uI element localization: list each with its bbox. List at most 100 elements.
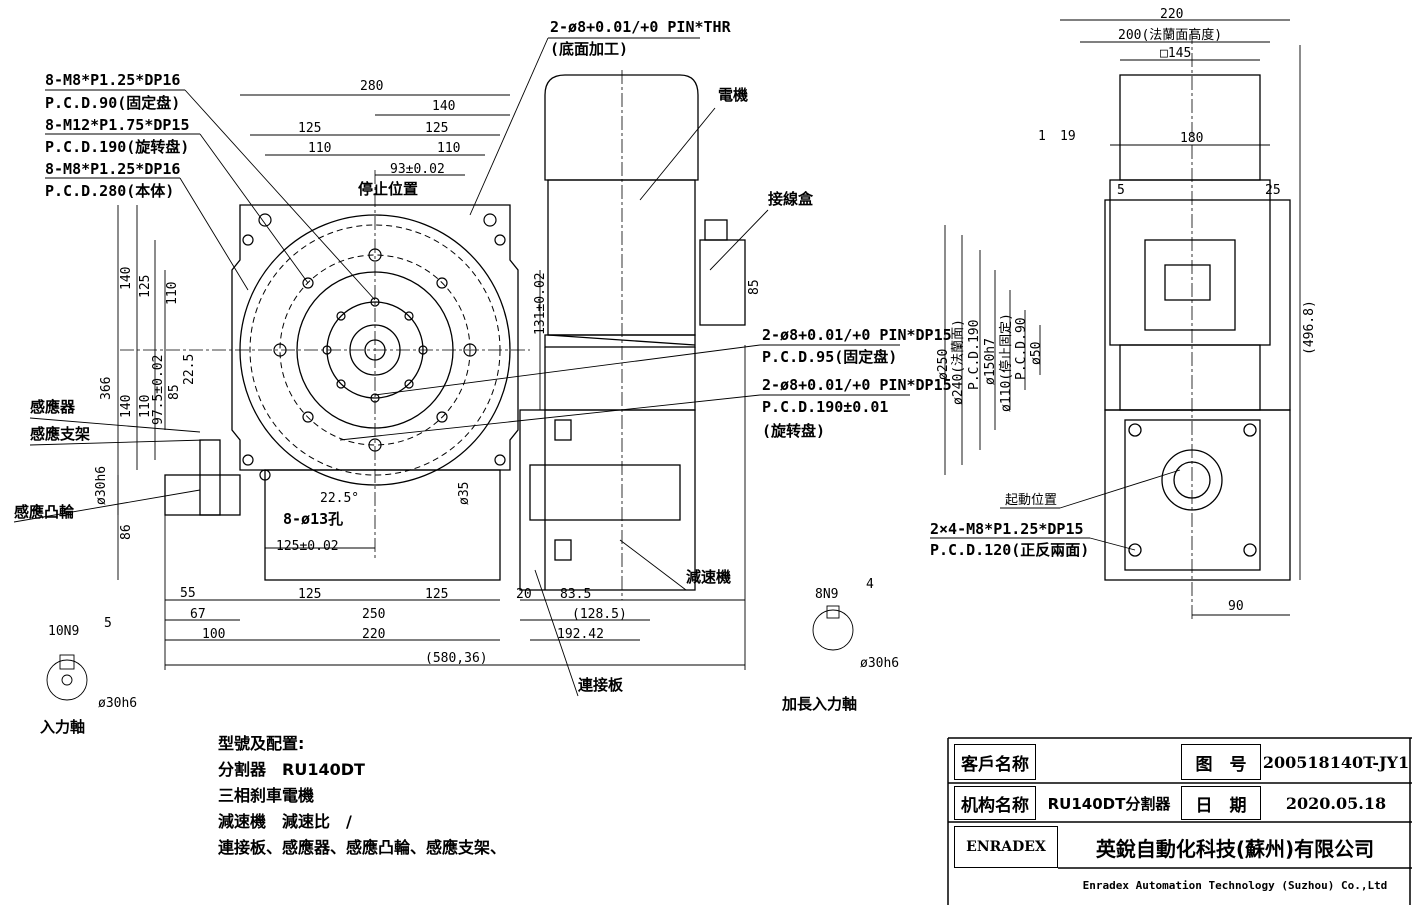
dim: 85: [747, 279, 762, 295]
dim: 67: [190, 607, 206, 622]
dim: P.C.D.90: [1014, 317, 1029, 380]
dimension-lines: [13, 37, 910, 701]
label-motor: 電機: [718, 86, 749, 104]
label-junction-box: 接線盒: [768, 190, 814, 208]
drawing-no-label: 图 号: [1181, 744, 1261, 780]
dim: ø35: [457, 481, 472, 505]
label-input-shaft: 入力軸: [40, 718, 86, 736]
drawing-no: 200518140T-JY1: [1262, 752, 1410, 772]
dim: 366: [99, 376, 114, 400]
dim: 140: [119, 394, 134, 418]
dim: 19: [1060, 129, 1076, 144]
label-reducer: 減速機: [686, 568, 732, 586]
reducer-front-view: [519, 409, 696, 591]
config-line: 減速機 減速比 /: [218, 812, 352, 831]
dim: 192.42: [557, 627, 604, 642]
pin-2-pcd: P.C.D.190±0.01: [762, 398, 889, 416]
holes-label: 8-ø13孔: [283, 510, 344, 528]
title-block-frame: [947, 737, 1412, 905]
dim: □145: [1160, 46, 1192, 61]
mechanism-label: 机构名称: [954, 786, 1036, 820]
dim: 250: [362, 607, 386, 622]
config-line: 連接板、感應器、感應凸輪、感應支架、: [218, 838, 507, 857]
callout-thread-pcd90: 8-M8*P1.25*DP16: [45, 71, 181, 89]
dim: ø110(停止固定): [999, 313, 1014, 412]
dim: 110: [308, 141, 332, 156]
company-logo: ENRADEX: [954, 826, 1058, 868]
indexer-front-view: [120, 170, 530, 581]
side-pcd-label: P.C.D.120(正反兩面): [930, 541, 1090, 559]
dim: 125±0.02: [276, 539, 339, 554]
dim: 90: [1228, 599, 1244, 614]
callout-thread-pcd190: 8-M12*P1.75*DP15: [45, 116, 190, 134]
dim: 10N9: [48, 624, 80, 639]
label-extended-input-shaft: 加長入力軸: [782, 695, 858, 713]
dim: 100: [202, 627, 226, 642]
callout-thread-pcd280: 8-M8*P1.25*DP16: [45, 160, 181, 178]
dim: 1: [1038, 129, 1046, 144]
dim: 125: [425, 587, 449, 602]
customer-label: 客戶名称: [954, 744, 1036, 780]
company-name-en: Enradex Automation Technology (Suzhou) C…: [1082, 878, 1388, 892]
dim: 180: [1180, 131, 1204, 146]
dim: ø30h6: [98, 696, 138, 711]
dim: ø50: [1029, 341, 1044, 365]
indexer-side-view: [930, 19, 1301, 620]
pin-2-note: (旋转盘): [762, 422, 826, 440]
dim: ø30h6: [860, 656, 900, 671]
pin-top-note: (底面加工): [550, 40, 629, 58]
dim: ø250: [936, 348, 951, 380]
mechanism-value: RU140DT分割器: [1047, 794, 1171, 813]
config-line: 三相刹車電機: [218, 786, 315, 805]
dim: 200(法蘭面高度): [1118, 28, 1223, 43]
dim: 125: [425, 121, 449, 136]
config-title: 型號及配置:: [218, 734, 305, 753]
config-line: 分割器 RU140DT: [218, 760, 365, 779]
label-sensor: 感應器: [30, 398, 76, 416]
dim: 110: [437, 141, 461, 156]
dim: 125: [298, 121, 322, 136]
dim: 85: [167, 384, 182, 400]
dim: 55: [180, 586, 196, 601]
dim: 22.5: [182, 353, 197, 385]
dim: 280: [360, 79, 384, 94]
dim: 125: [298, 587, 322, 602]
dim: (580,36): [425, 651, 488, 666]
callout-pcd190: P.C.D.190(旋转盘): [45, 138, 190, 156]
dim: ø30h6: [94, 465, 109, 505]
dim: 20: [516, 587, 532, 602]
dim: 5: [1117, 183, 1125, 198]
dim: 8N9: [815, 587, 839, 602]
date-label: 日 期: [1181, 786, 1261, 820]
dim: 5: [104, 616, 112, 631]
dim: 93±0.02: [390, 162, 445, 177]
dim: 86: [119, 524, 134, 540]
dim: ø150h7: [983, 338, 998, 385]
dim: P.C.D.190: [967, 319, 982, 390]
label-start-position: 起動位置: [1005, 493, 1058, 508]
callout-pcd90: P.C.D.90(固定盘): [45, 94, 181, 112]
customer-value: [1040, 744, 1180, 780]
dim: (496.8): [1302, 300, 1317, 355]
dim: 4: [866, 577, 874, 592]
company-name-cn: 英銳自動化科技(蘇州)有限公司: [1095, 836, 1375, 861]
side-holes-label: 2×4-M8*P1.25*DP15: [930, 520, 1084, 538]
dim: 220: [1160, 7, 1184, 22]
dim: 140: [432, 99, 456, 114]
dim: ø240(法蘭面): [951, 319, 966, 405]
label-connecting-plate: 連接板: [578, 676, 624, 694]
dim: 22.5°: [320, 491, 360, 506]
dim: (128.5): [572, 607, 627, 622]
pin-2: 2-ø8+0.01/+0 PIN*DP15: [762, 376, 952, 394]
dim: 140: [119, 266, 134, 290]
pin-1: 2-ø8+0.01/+0 PIN*DP15: [762, 326, 952, 344]
dim: 110: [165, 281, 180, 305]
dim: 125: [138, 274, 153, 298]
date-value: 2020.05.18: [1285, 793, 1387, 813]
dim: 220: [362, 627, 386, 642]
callout-pcd280: P.C.D.280(本体): [45, 182, 175, 200]
dim: 25: [1265, 183, 1281, 198]
label-sensor-cam: 感應凸輪: [14, 503, 75, 521]
